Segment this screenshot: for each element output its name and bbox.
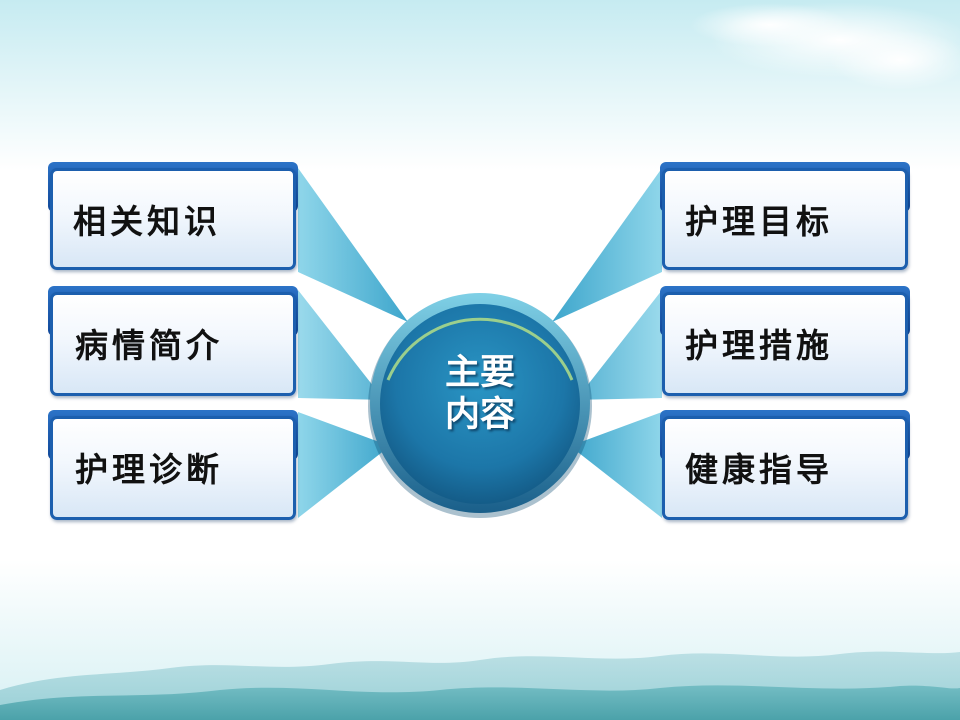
topic-label: 病情简介 <box>75 326 223 365</box>
topic-label: 护理诊断 <box>75 450 223 489</box>
topic-box-left-3[interactable]: 护理诊断 <box>48 410 298 520</box>
center-hub <box>368 293 592 518</box>
topic-label: 相关知识 <box>73 202 221 241</box>
topic-box-right-3[interactable]: 健康指导 <box>660 410 910 520</box>
topic-label: 护理目标 <box>685 202 833 241</box>
connector-right <box>552 168 662 518</box>
center-title: 主要 内容 <box>380 352 580 436</box>
topic-box-left-2[interactable]: 病情简介 <box>48 286 298 396</box>
connector-left <box>298 168 408 518</box>
topic-label: 护理措施 <box>685 326 833 365</box>
center-title-line2: 内容 <box>444 395 515 435</box>
topic-label: 健康指导 <box>685 450 833 489</box>
center-title-line1: 主要 <box>444 353 515 393</box>
topic-box-right-1[interactable]: 护理目标 <box>660 162 910 270</box>
topic-box-left-1[interactable]: 相关知识 <box>48 162 298 270</box>
topic-box-right-2[interactable]: 护理措施 <box>660 286 910 396</box>
